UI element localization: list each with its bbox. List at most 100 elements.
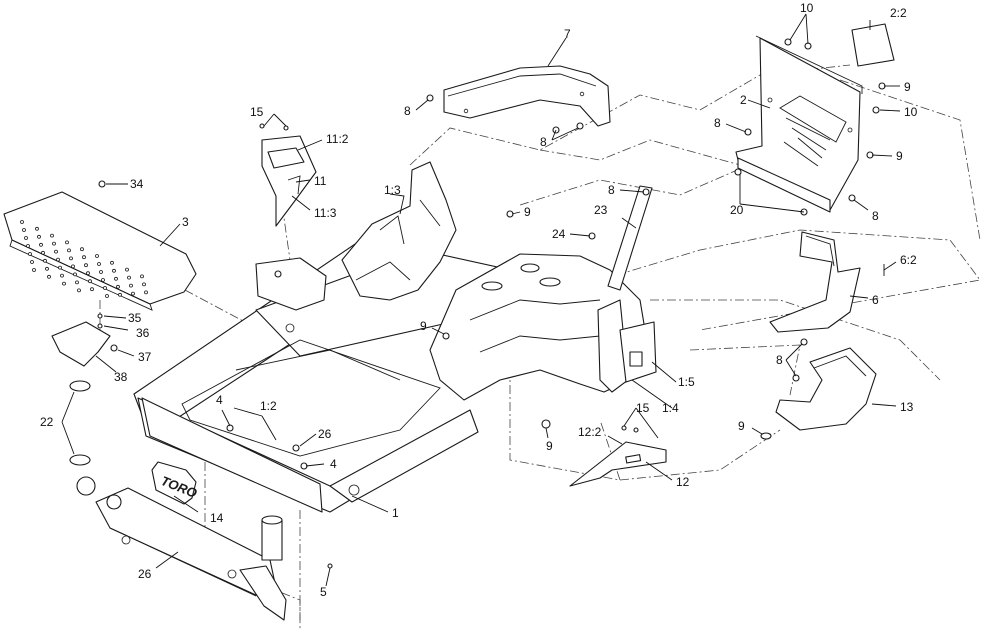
callout-9-d: 9 — [420, 319, 427, 333]
callout-38: 38 — [114, 370, 128, 384]
callout-4-b: 4 — [330, 457, 337, 471]
plate-hole — [112, 268, 116, 273]
callout-12-2: 12:2 — [578, 425, 602, 439]
part-6-rear-shield — [769, 231, 861, 333]
callout-15-a: 15 — [250, 105, 264, 119]
part-22-bushings — [69, 380, 91, 466]
callout-9-f: 9 — [546, 439, 553, 453]
plate-hole — [110, 260, 114, 265]
hardware-fasteners — [97, 38, 886, 569]
callout-26-a: 26 — [318, 427, 332, 441]
callout-35: 35 — [128, 311, 142, 325]
callout-9-c: 9 — [524, 205, 531, 219]
plate-hole — [43, 258, 47, 263]
plate-hole — [35, 226, 39, 231]
callout-10-b: 10 — [904, 105, 918, 119]
callout-8-f: 8 — [776, 353, 783, 367]
callout-9-b: 9 — [896, 149, 903, 163]
plate-hole — [77, 288, 81, 293]
plate-hole — [116, 284, 120, 289]
plate-hole — [103, 286, 107, 290]
part-14-logo-plate: TORO — [151, 461, 199, 505]
part-26-front-axle — [76, 476, 287, 621]
callout-11-2: 11:2 — [326, 132, 349, 146]
plate-hole — [105, 294, 109, 298]
part-1-main-frame — [133, 161, 657, 513]
plate-hole — [26, 244, 30, 248]
plate-hole — [71, 264, 75, 269]
callout-6: 6 — [872, 293, 879, 307]
part-13-lower-guard — [775, 347, 877, 431]
part-11-bracket — [261, 135, 317, 227]
plate-hole — [50, 233, 54, 238]
callout-36: 36 — [136, 326, 150, 340]
callout-1-2: 1:2 — [260, 399, 277, 413]
callout-11-3: 11:3 — [314, 206, 337, 220]
plate-hole — [45, 266, 49, 271]
callout-1-5: 1:5 — [678, 375, 695, 389]
callout-34: 34 — [130, 177, 144, 191]
part-2-2-decal — [851, 23, 895, 67]
part-3-floor-plate — [3, 191, 197, 311]
callout-2-2: 2:2 — [890, 6, 907, 20]
callout-22: 22 — [40, 415, 54, 429]
leader-lines — [61, 13, 901, 587]
plate-hole — [60, 273, 64, 278]
part-2-skid-plate — [735, 35, 863, 213]
plate-hole — [67, 248, 71, 253]
plate-hole — [47, 274, 51, 279]
callout-4-a: 4 — [216, 393, 223, 407]
part-38-bracket — [51, 321, 111, 367]
plate-hole — [73, 272, 77, 277]
plate-hole — [129, 283, 133, 288]
callout-12: 12 — [676, 475, 690, 489]
plate-hole — [114, 276, 118, 281]
callout-8-d: 8 — [608, 183, 615, 197]
plate-hole — [39, 242, 43, 247]
callout-20: 20 — [730, 203, 744, 217]
plate-hole — [90, 287, 94, 292]
plate-hole — [80, 247, 84, 252]
plate-hole — [84, 263, 88, 268]
plate-hole — [24, 236, 28, 240]
plate-hole — [86, 271, 90, 276]
plate-hole — [62, 281, 66, 286]
plate-hole — [88, 279, 92, 284]
callout-14: 14 — [210, 511, 224, 525]
plate-hole — [52, 241, 56, 246]
plate-hole — [131, 291, 135, 296]
plate-hole — [75, 280, 79, 285]
plate-hole — [99, 270, 103, 274]
plate-hole — [97, 262, 101, 266]
plate-hole — [32, 268, 36, 272]
callout-6-2: 6:2 — [900, 253, 917, 267]
callout-1: 1 — [392, 506, 399, 520]
part-26-tube — [261, 515, 283, 561]
plate-hole — [142, 282, 146, 287]
callout-37: 37 — [138, 350, 152, 364]
plate-hole — [56, 257, 60, 262]
callout-7: 7 — [564, 27, 571, 41]
callout-8-a: 8 — [714, 116, 721, 130]
callout-9-e: 9 — [738, 419, 745, 433]
callout-10-top: 10 — [800, 1, 814, 15]
plate-hole — [144, 290, 148, 295]
callout-5: 5 — [320, 585, 327, 599]
plate-hole — [95, 254, 99, 258]
part-12-bracket — [569, 441, 667, 487]
plate-hole — [54, 249, 58, 254]
callout-26-b: 26 — [138, 567, 152, 581]
plate-hole — [30, 260, 34, 264]
plate-hole — [69, 256, 73, 261]
plate-hole — [140, 274, 144, 279]
callout-1-3: 1:3 — [384, 183, 401, 197]
callout-1-4: 1:4 — [662, 401, 679, 415]
plate-hole — [41, 250, 45, 255]
plate-hole — [58, 265, 62, 270]
plate-hole — [28, 252, 32, 256]
plate-hole — [101, 278, 105, 282]
plate-hole — [127, 275, 131, 280]
callout-23: 23 — [594, 203, 608, 217]
callout-8-b: 8 — [404, 104, 411, 118]
